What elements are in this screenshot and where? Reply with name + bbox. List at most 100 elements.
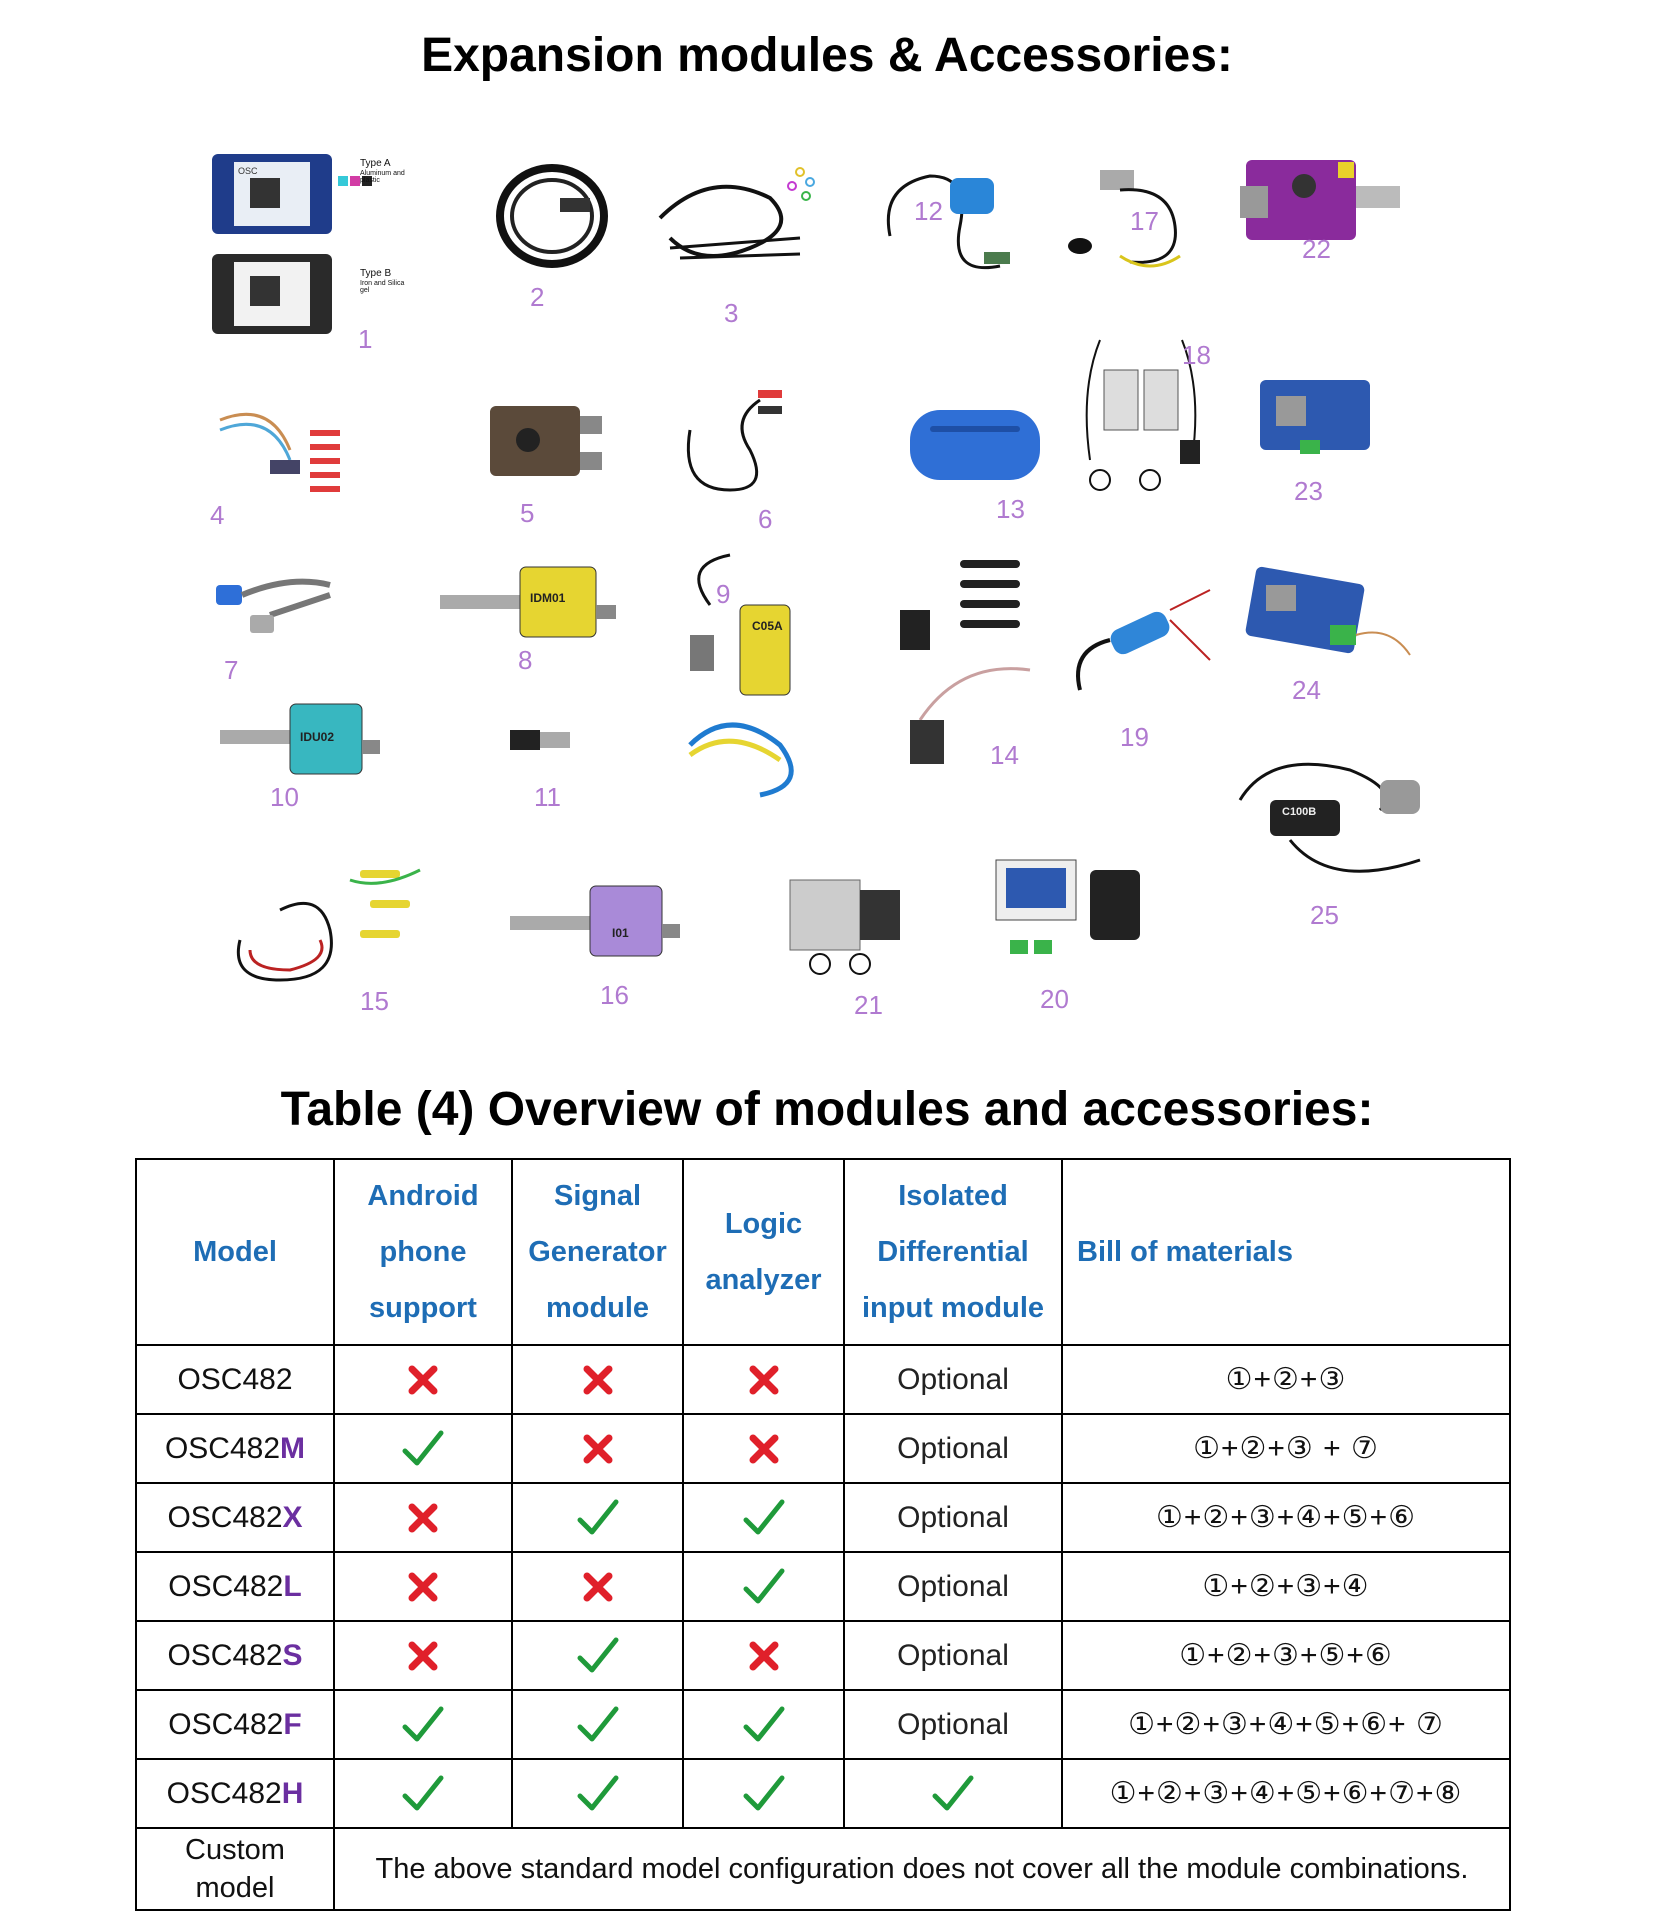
- item-label: 10: [270, 782, 299, 812]
- item-21-module: 21: [780, 860, 950, 1020]
- item-15-bnc-alligator: 15: [220, 850, 440, 1016]
- item-13-carry-case: 13: [900, 390, 1050, 540]
- isolated-cell: Optional: [843, 1482, 1063, 1553]
- isolated-cell: [843, 1758, 1063, 1829]
- current-clamp-icon: [886, 174, 1010, 270]
- model-base: OSC482: [177, 1362, 293, 1396]
- item-24-terminal-board: 24: [1240, 555, 1420, 715]
- model-base: OSC482: [167, 1500, 283, 1534]
- table-row: OSC482F Optional ①+②+③+④+⑤+⑥+ ⑦: [135, 1689, 1511, 1760]
- item-label: 22: [1302, 234, 1331, 264]
- c05a-module-icon: [688, 553, 794, 798]
- model-suffix: F: [283, 1707, 302, 1741]
- logic-cable-icon: [219, 412, 340, 492]
- check-icon: [513, 1636, 682, 1676]
- item-17-db9-cable: 17: [1060, 166, 1210, 296]
- modules-table: Model Android phone support Signal Gener…: [135, 1158, 1511, 1911]
- header-android: Android phone support: [333, 1158, 513, 1346]
- item-label: 14: [990, 740, 1019, 770]
- item-label: 15: [360, 986, 389, 1016]
- item-label: 19: [1120, 722, 1149, 752]
- item-label: 11: [534, 782, 561, 812]
- item-label: 18: [1182, 340, 1211, 370]
- cross-icon: [513, 1570, 682, 1604]
- model-base: OSC482: [164, 1431, 281, 1465]
- oscilloscope-device-icon: OSC: [212, 154, 372, 334]
- header-model: Model: [135, 1158, 335, 1346]
- table-row: OSC482M Optional ①+②+③ + ⑦: [135, 1413, 1511, 1484]
- idu02-module-icon: [220, 703, 380, 775]
- idm01-text: IDM01: [530, 591, 566, 605]
- item-label: 1: [358, 324, 373, 354]
- model-base: OSC482: [167, 1638, 283, 1672]
- signal-cell: [511, 1758, 684, 1829]
- android-cell: [333, 1689, 513, 1760]
- c05a-text: C05A: [752, 619, 783, 633]
- bnc-adapter-icon: [510, 730, 570, 750]
- cross-icon: [513, 1363, 682, 1397]
- osc-text: OSC: [238, 166, 258, 176]
- check-icon: [513, 1705, 682, 1745]
- header-android-line: Android: [367, 1180, 479, 1212]
- isolated-cell: Optional: [843, 1413, 1063, 1484]
- item-5-signal-generator: 5: [480, 390, 610, 540]
- model-base: OSC482: [166, 1776, 282, 1810]
- item-label: 17: [1130, 206, 1159, 236]
- item-18-differential-probes: 18: [1070, 330, 1220, 510]
- header-logic: Logic analyzer: [682, 1158, 845, 1346]
- table-title: Table (4) Overview of modules and access…: [280, 1083, 1374, 1136]
- i01-module-icon: [510, 885, 680, 957]
- item-19-current-probe: 19: [1060, 580, 1220, 760]
- type-a-label: Type A: [360, 158, 391, 169]
- model-cell: OSC482L: [135, 1551, 335, 1622]
- item-3-probes: 3: [650, 158, 820, 338]
- type-a-desc: Aluminum and plastic: [360, 170, 405, 184]
- signal-cell: [511, 1344, 684, 1415]
- table-body: OSC482 Optional ①+②+③ OSC482M Optional ①…: [135, 1344, 1511, 1911]
- logic-cell: [682, 1620, 845, 1691]
- check-icon: [513, 1774, 682, 1814]
- item-20-module: 20: [990, 850, 1190, 1020]
- header-isolated-line: Differential: [877, 1236, 1029, 1268]
- check-icon: [513, 1498, 682, 1538]
- check-icon: [335, 1774, 511, 1814]
- header-bom: Bill of materials: [1061, 1158, 1511, 1346]
- item-label: 23: [1294, 476, 1323, 506]
- header-signal-line: Generator: [528, 1236, 667, 1268]
- item-4-logic-cable: 4: [210, 400, 370, 540]
- model-base: OSC482: [168, 1707, 284, 1741]
- check-icon: [684, 1774, 843, 1814]
- android-cell: [333, 1482, 513, 1553]
- table-row: OSC482L Optional ①+②+③+④: [135, 1551, 1511, 1622]
- cross-icon: [335, 1570, 511, 1604]
- logic-cell: [682, 1689, 845, 1760]
- item-25-c100b: C100B 25: [1230, 750, 1440, 950]
- header-android-line: support: [369, 1292, 477, 1324]
- item-label: 21: [854, 990, 883, 1020]
- bom-cell: ①+②+③+⑤+⑥: [1061, 1620, 1511, 1691]
- check-icon: [684, 1498, 843, 1538]
- bnc-clip-cable-icon: [686, 390, 782, 492]
- item-9-c05a: C05A 9: [670, 545, 820, 815]
- bom-cell: ①+②+③+④: [1061, 1551, 1511, 1622]
- header-signal-line: module: [545, 1292, 650, 1324]
- model-cell: OSC482X: [135, 1482, 335, 1553]
- signal-cell: [511, 1689, 684, 1760]
- logic-cell: [682, 1758, 845, 1829]
- header-logic-line: analyzer: [705, 1264, 822, 1296]
- logic-cell: [682, 1344, 845, 1415]
- current-probe-icon: [1076, 589, 1211, 691]
- i01-text: I01: [612, 926, 629, 940]
- model-suffix: H: [281, 1776, 304, 1810]
- item-label: 9: [716, 579, 731, 609]
- check-icon: [335, 1705, 511, 1745]
- bom-cell: ①+②+③+④+⑤+⑥: [1061, 1482, 1511, 1553]
- cross-icon: [684, 1639, 843, 1673]
- isolated-module-icon: [900, 560, 1031, 764]
- item-label: 24: [1292, 675, 1321, 705]
- model-suffix: L: [283, 1569, 302, 1603]
- cross-icon: [335, 1639, 511, 1673]
- logic-cell: [682, 1482, 845, 1553]
